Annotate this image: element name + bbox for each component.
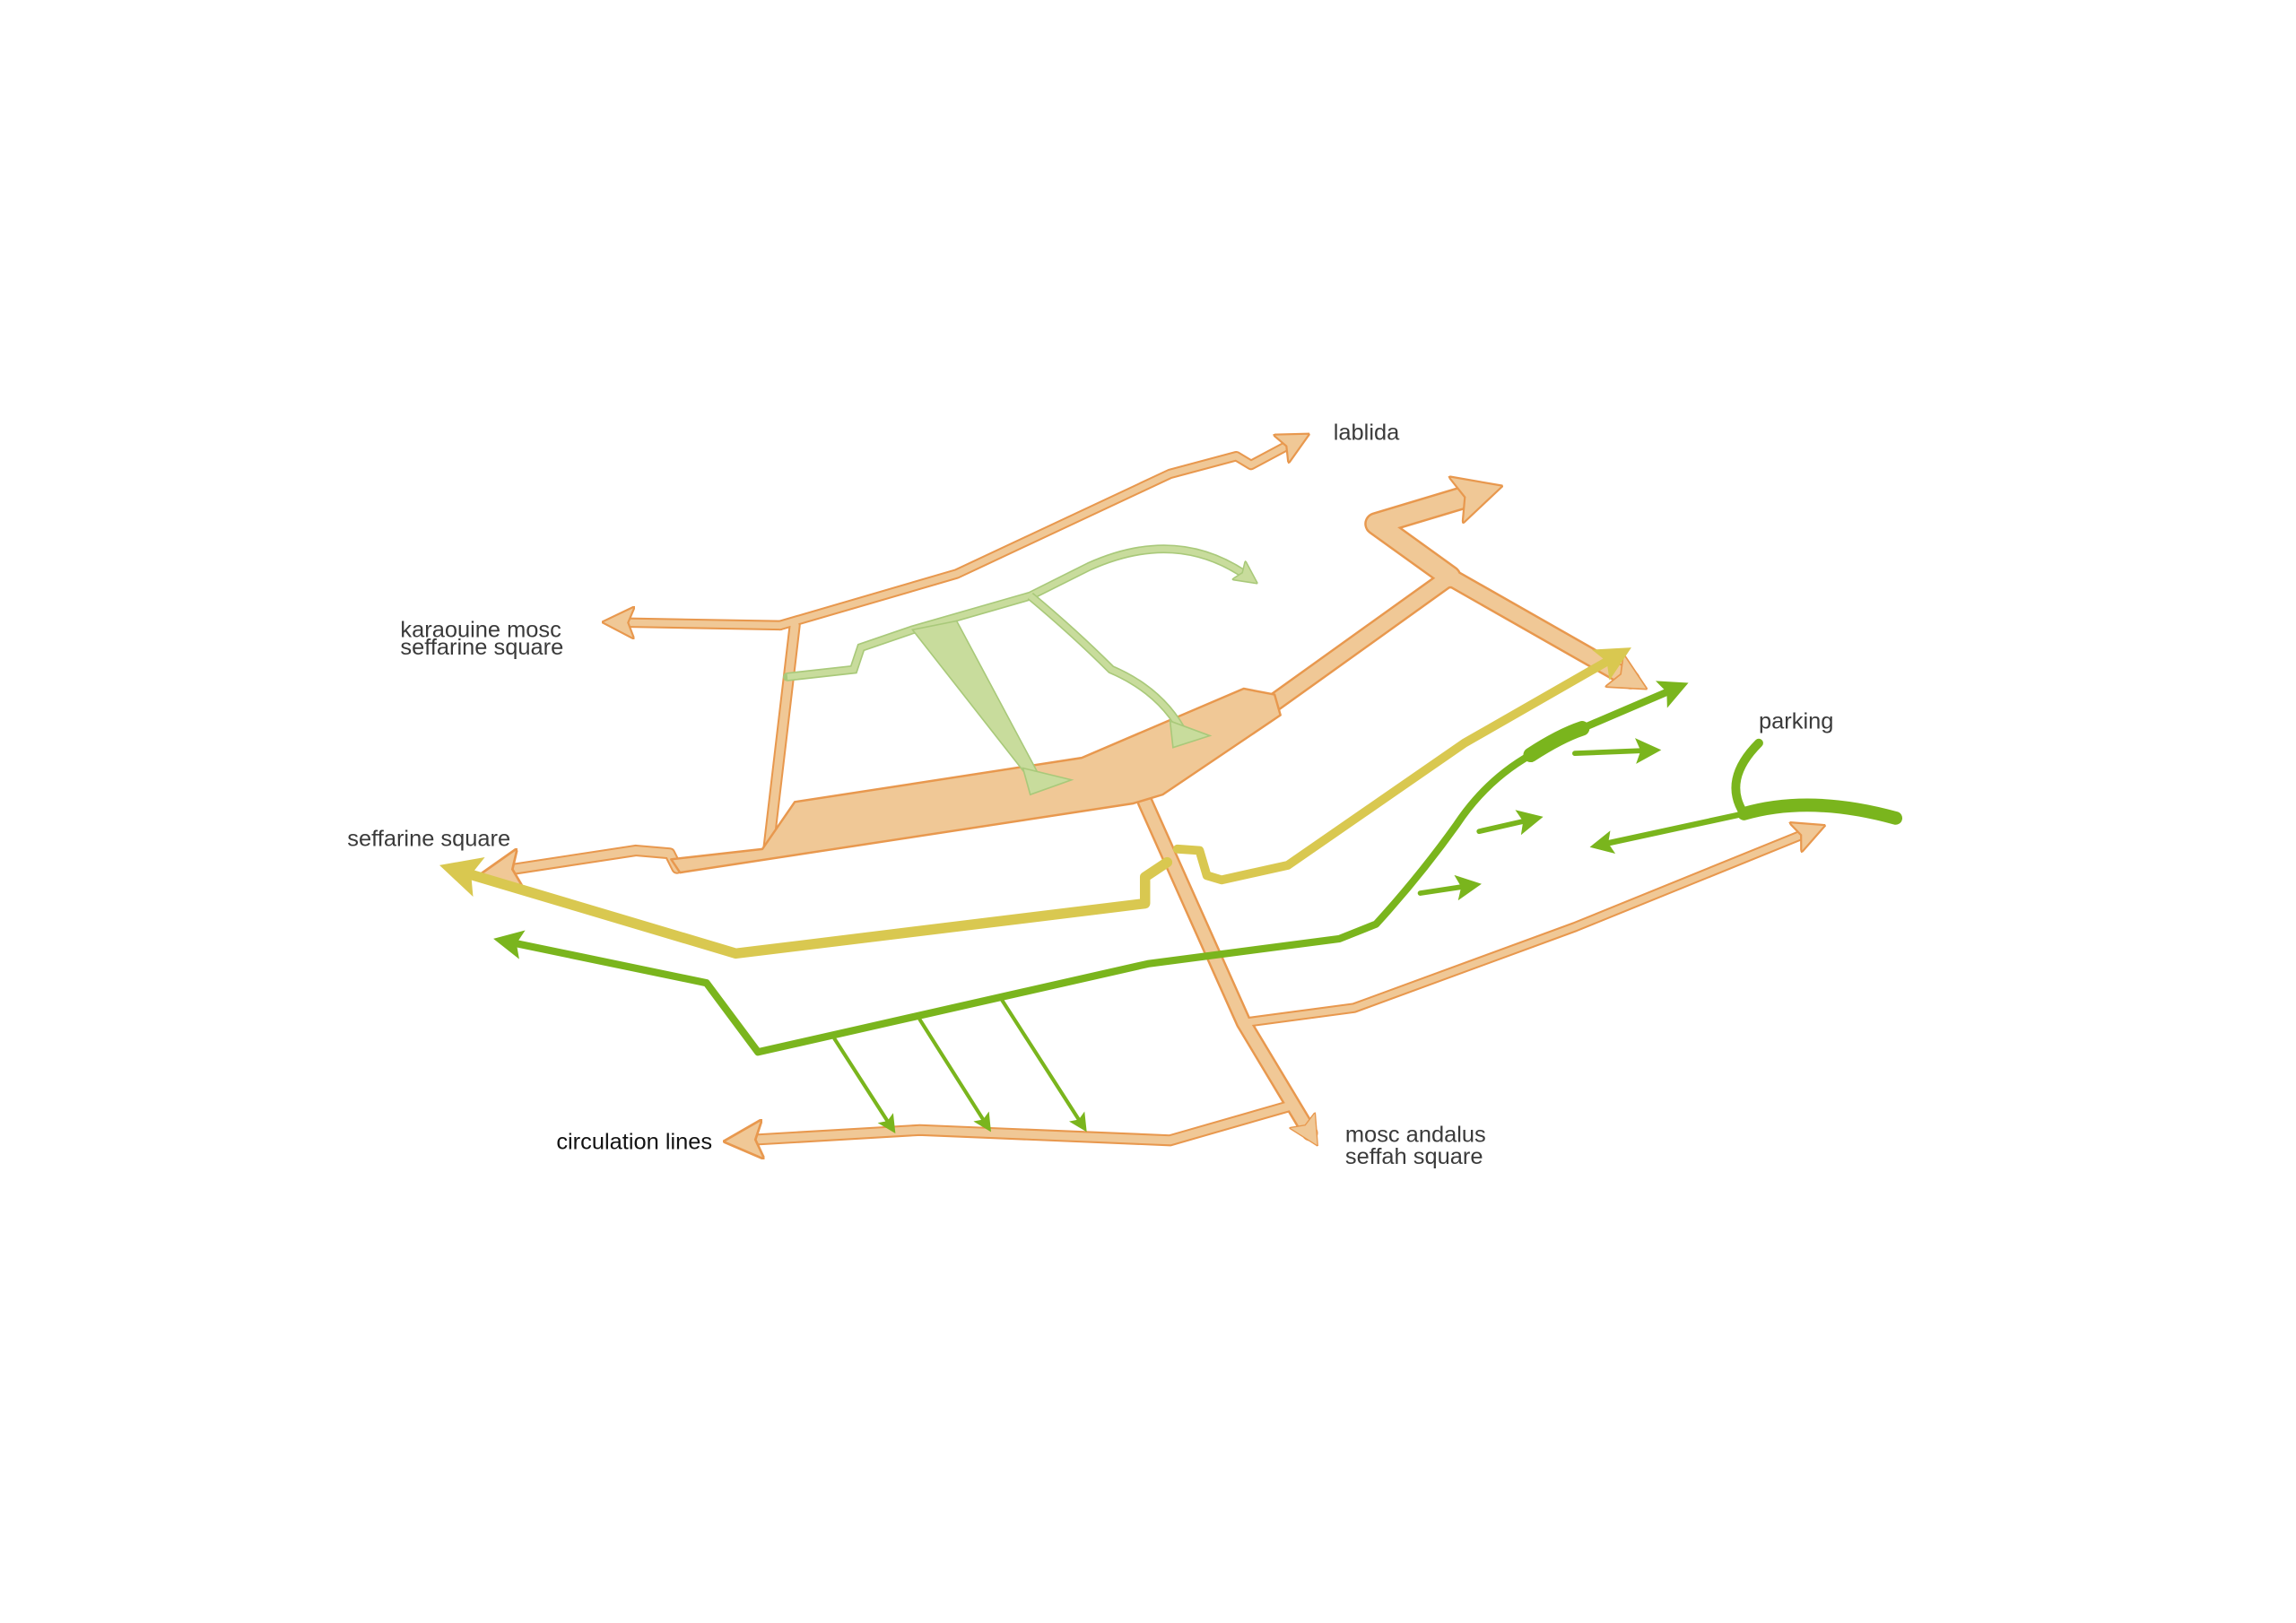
green-branch-2 <box>1476 810 1544 836</box>
green-branch-3 <box>1417 874 1482 901</box>
route-northeast <box>1366 493 1479 586</box>
label-karaouine-1: karaouine mosc <box>400 618 561 643</box>
route-to-karaouine <box>618 622 784 625</box>
green-down-2 <box>918 1018 991 1133</box>
yellow-route-west <box>439 856 1173 959</box>
green-down-1 <box>832 1037 896 1133</box>
green-down-3 <box>1000 998 1087 1133</box>
label-andalus-2: seffah square <box>1345 1144 1483 1169</box>
label-karaouine-2: seffarine square <box>400 635 563 660</box>
green-routes <box>493 681 1903 1133</box>
green-branch-1 <box>1572 738 1662 764</box>
route-south <box>744 1102 1292 1141</box>
parking-route <box>1589 811 1747 854</box>
legend-circulation-lines: circulation lines <box>556 1130 712 1155</box>
label-lablida: lablida <box>1334 421 1400 446</box>
green-route-main <box>493 681 1689 1056</box>
main-street-band <box>670 687 1282 874</box>
label-andalus-1: mosc andalus <box>1345 1122 1486 1147</box>
route-to-lablida <box>777 441 1295 629</box>
label-seffarine: seffarine square <box>347 827 510 852</box>
route-to-seffarine <box>500 846 682 871</box>
route-southeast <box>1239 831 1811 1027</box>
label-parking: parking <box>1759 708 1833 733</box>
